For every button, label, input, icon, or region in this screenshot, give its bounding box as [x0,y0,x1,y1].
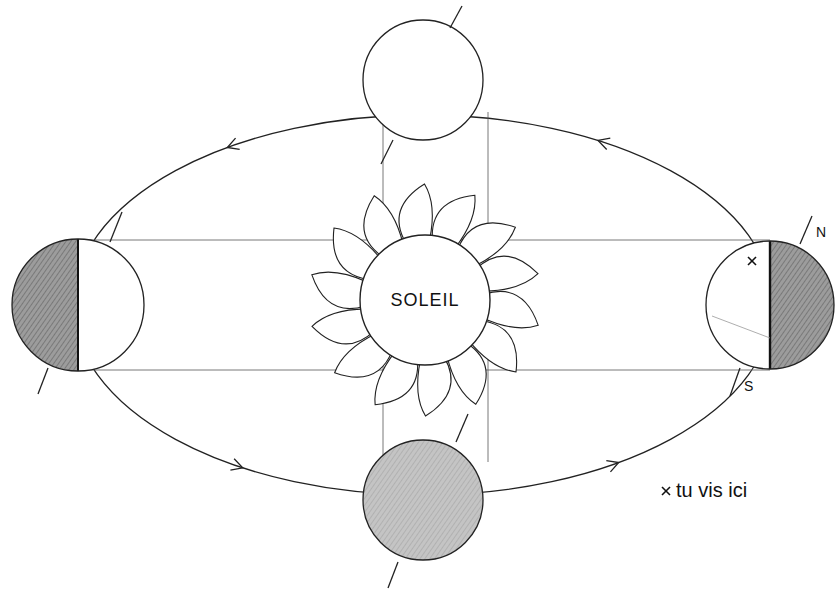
earth-spring [706,216,834,396]
orbit-arrowhead [230,459,242,470]
sun-disc [360,235,490,365]
note-text: tu vis ici [676,480,747,500]
earth-winter [363,414,483,588]
guide-lines [78,112,770,462]
orbit-arrows [227,138,618,472]
position-cross-key [662,487,670,495]
earth-summer [363,6,483,164]
orbit-arrowhead [606,461,618,472]
position-cross [748,257,756,265]
pole-label: N [816,225,826,239]
sun-petal [399,184,432,243]
sun-petal [418,357,451,416]
orbit-ellipse [73,115,773,495]
pole-label: S [744,379,753,393]
sun-rays [312,184,538,416]
sun-circle: SOLEIL [359,234,491,366]
orbit-arrowhead [227,138,239,149]
orbit-arrowhead [598,138,610,149]
earth-autumn [12,212,144,394]
sun-label: SOLEIL [390,290,459,311]
